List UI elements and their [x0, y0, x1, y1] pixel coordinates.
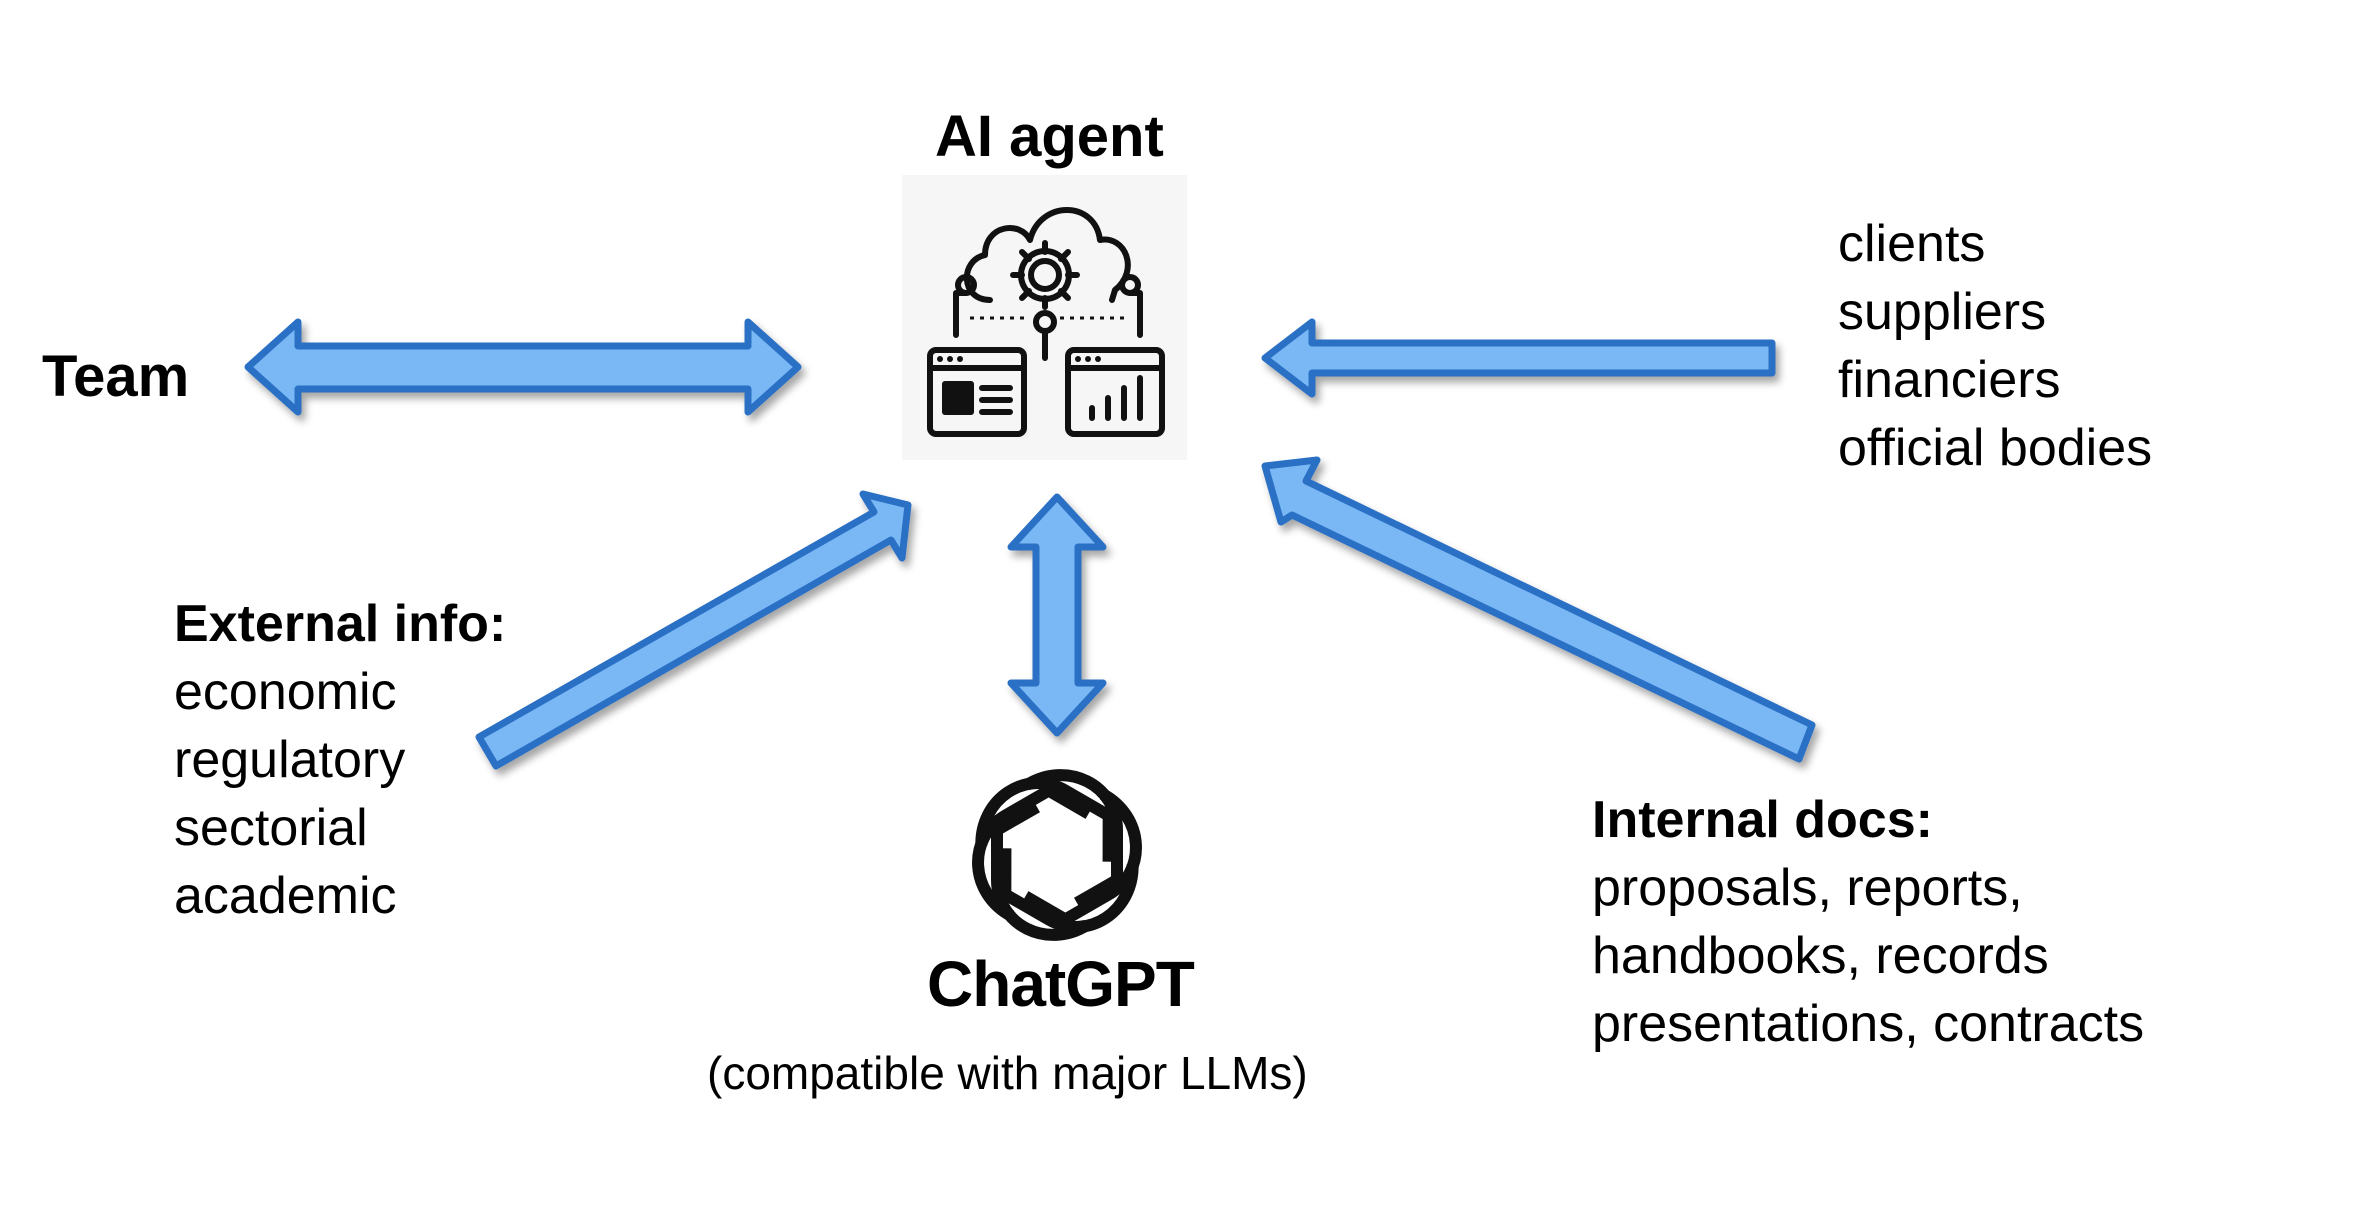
openai-logo-icon	[972, 769, 1142, 941]
stakeholders-to-agent-arrow	[1261, 318, 1776, 398]
stakeholder-item: clients	[1838, 215, 1986, 273]
external-info-block: External info: economic regulatory secto…	[174, 590, 506, 930]
internal-docs-item: presentations, contracts	[1592, 995, 2145, 1053]
external-info-item: regulatory	[174, 731, 406, 789]
stakeholder-item: official bodies	[1838, 419, 2153, 477]
agent-llm-double-arrow	[1007, 493, 1107, 737]
stakeholders-list: clients suppliers financiers official bo…	[1838, 210, 2152, 482]
external-info-item: sectorial	[174, 799, 368, 857]
internal-docs-block: Internal docs: proposals, reports, handb…	[1592, 786, 2144, 1058]
stakeholder-item: financiers	[1838, 351, 2061, 409]
internal-docs-item: handbooks, records	[1592, 927, 2049, 985]
external-info-item: economic	[174, 663, 397, 721]
external-info-to-agent-arrow	[475, 490, 912, 770]
external-info-item: academic	[174, 867, 397, 925]
llm-compatibility-note: (compatible with major LLMs)	[707, 1047, 1308, 1099]
ai-agent-cloud-gear-dashboard-icon	[902, 175, 1187, 460]
external-info-heading: External info:	[174, 595, 507, 653]
internal-docs-item: proposals, reports,	[1592, 859, 2023, 917]
llm-brand-name: ChatGPT	[927, 948, 1195, 1020]
team-agent-double-arrow	[244, 318, 802, 416]
agent-title: AI agent	[935, 104, 1164, 169]
internal-docs-to-agent-arrow	[1261, 456, 1816, 763]
internal-docs-heading: Internal docs:	[1592, 791, 1933, 849]
stakeholder-item: suppliers	[1838, 283, 2047, 341]
team-label: Team	[42, 344, 190, 409]
